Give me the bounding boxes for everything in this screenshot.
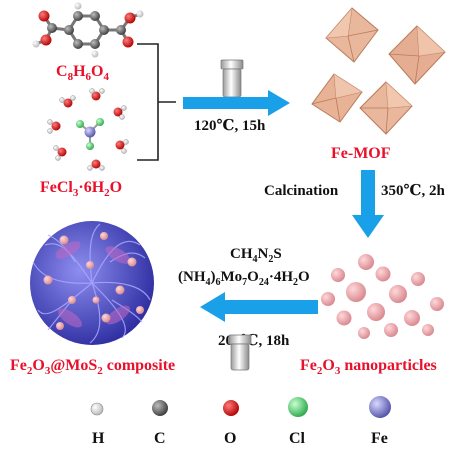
- red-sphere-icon: [223, 400, 239, 416]
- atom-legend: H C O Cl Fe: [90, 396, 391, 447]
- legend-label-c: C: [154, 430, 166, 447]
- purple-sphere-icon: [369, 396, 391, 418]
- terephthalic-acid-molecule-icon: [32, 2, 144, 58]
- thiourea-formula: CH4N2S: [230, 246, 282, 265]
- calcination-label: Calcination: [264, 183, 339, 199]
- green-sphere-icon: [288, 397, 308, 417]
- legend-label-fe: Fe: [371, 430, 388, 447]
- legend-label-o: O: [224, 430, 236, 447]
- step1-condition: 120℃, 15h: [194, 118, 266, 134]
- organic-linker-formula: C8H6O4: [56, 63, 109, 83]
- fe2o3-nanoparticles-label: Fe2O3 nanoparticles: [300, 357, 437, 377]
- iron-chloride-hydrate-icon: [47, 88, 129, 171]
- legend-label-cl: Cl: [289, 430, 306, 447]
- reactant-bracket: [137, 43, 159, 161]
- fe2o3-nanoparticles-icon: [321, 254, 444, 339]
- composite-label: Fe2O3@MoS2 composite: [10, 357, 175, 377]
- white-sphere-icon: [90, 402, 104, 416]
- iron-salt-formula: FeCl3·6H2O: [40, 179, 122, 199]
- gray-sphere-icon: [152, 400, 168, 416]
- step1-arrow: [183, 90, 290, 116]
- autoclave-vial-icon: [220, 59, 244, 98]
- mos2-flower-sphere-icon: [30, 221, 154, 345]
- step2-arrow: [352, 170, 384, 238]
- autoclave-vial-bottom-icon: [228, 334, 252, 371]
- legend-label-h: H: [92, 430, 105, 447]
- molybdate-formula: (NH4)6Mo7O24·4H2O: [178, 269, 310, 288]
- fe-mof-label: Fe-MOF: [331, 145, 391, 162]
- step3-arrow: [200, 292, 318, 322]
- fe-mof-octahedra-icon: [311, 7, 446, 135]
- step2-condition: 350℃, 2h: [381, 183, 445, 199]
